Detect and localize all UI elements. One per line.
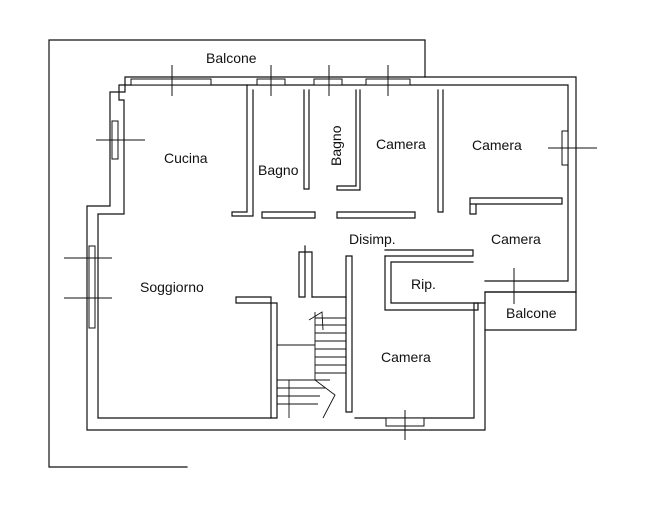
rip-wall bbox=[384, 255, 479, 311]
staircase bbox=[277, 311, 346, 419]
bagno-wall-right bbox=[303, 89, 310, 190]
label-balcone-right: Balcone bbox=[506, 305, 557, 321]
label-bagno-2: Bagno bbox=[328, 125, 344, 166]
label-disimpegno: Disimp. bbox=[349, 231, 396, 247]
label-cucina: Cucina bbox=[164, 150, 208, 166]
label-balcone-top: Balcone bbox=[206, 50, 257, 66]
corridor-wall bbox=[384, 249, 474, 257]
bagno2-wall bbox=[336, 89, 361, 191]
outer-wall bbox=[86, 76, 577, 431]
label-ripostiglio: Rip. bbox=[411, 276, 436, 292]
stair-wall-right bbox=[345, 255, 353, 413]
label-camera-4: Camera bbox=[381, 349, 431, 365]
bagno2-bottom bbox=[336, 211, 416, 219]
camera2-bottom bbox=[469, 197, 563, 215]
label-camera-1: Camera bbox=[376, 136, 426, 152]
label-camera-2: Camera bbox=[472, 137, 522, 153]
balcony-outline bbox=[48, 39, 426, 468]
right-balcony-outline bbox=[484, 291, 577, 331]
outer-wall-inner-left bbox=[97, 84, 272, 419]
outer-wall-inner bbox=[130, 84, 569, 282]
camera1-wall bbox=[437, 89, 444, 213]
label-bagno-1: Bagno bbox=[258, 162, 299, 178]
label-camera-3: Camera bbox=[491, 231, 541, 247]
stair-wall-left bbox=[235, 296, 278, 419]
window-marks bbox=[64, 65, 597, 440]
bagno-wall-left bbox=[231, 84, 254, 217]
bagno-bottom bbox=[261, 211, 316, 219]
label-soggiorno: Soggiorno bbox=[140, 279, 204, 295]
stair-wall-mid bbox=[298, 245, 313, 298]
